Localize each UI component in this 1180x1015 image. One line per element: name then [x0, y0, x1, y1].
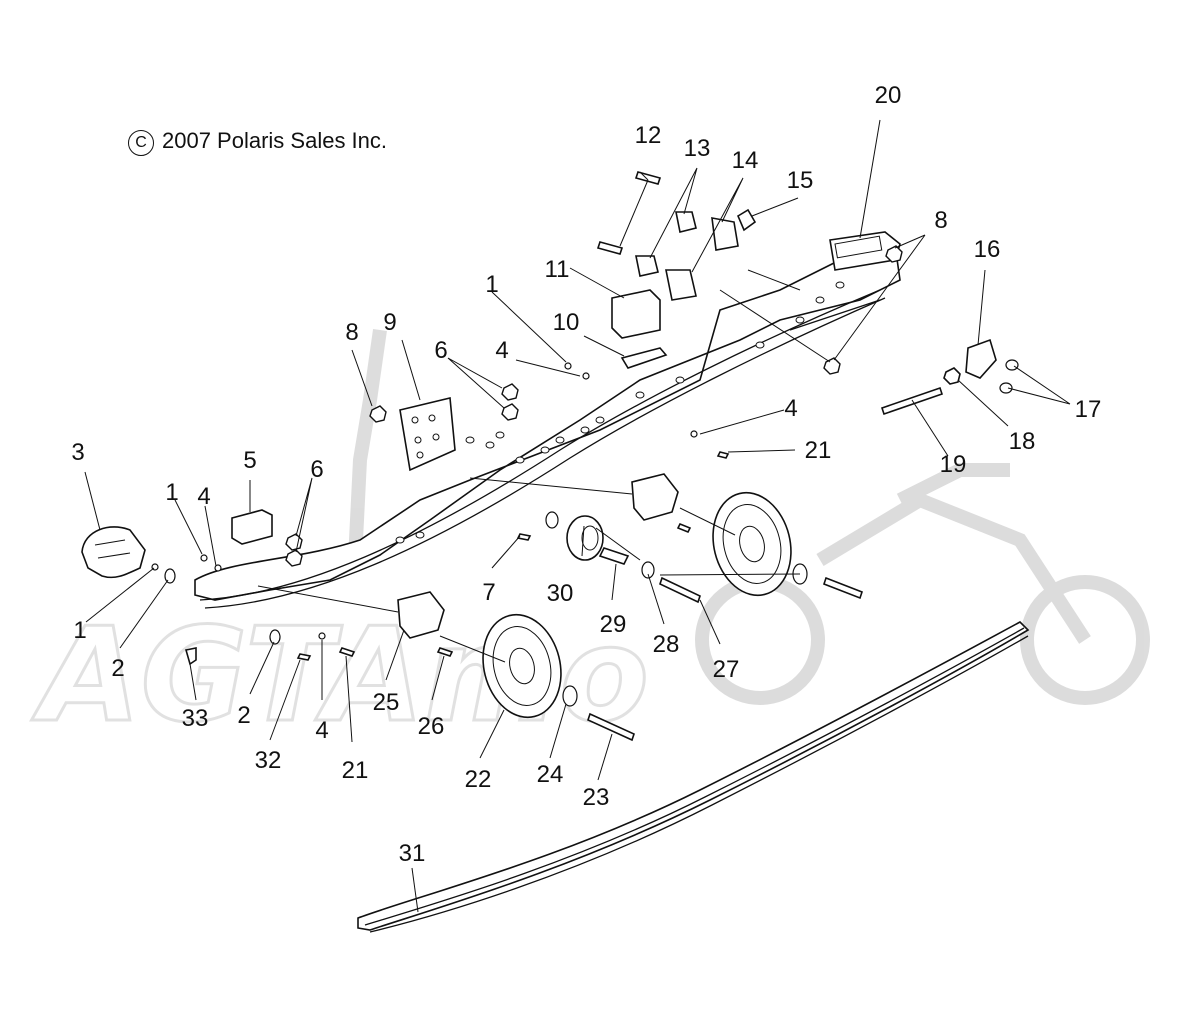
block-11-part	[611, 289, 661, 339]
callout-3: 3	[71, 439, 84, 466]
idler-wheel-22	[482, 613, 562, 719]
callout-19: 19	[940, 451, 967, 478]
clip-10-part	[620, 347, 668, 369]
copyright-notice: C 2007 Polaris Sales Inc.	[128, 128, 387, 156]
callout-15: 15	[787, 167, 814, 194]
callout-labels: 20 12 13 14 15 8 16 11 1 10 9 8 6 4 4 21…	[71, 82, 1101, 867]
callout-31: 31	[399, 840, 426, 867]
callout-17: 17	[1075, 396, 1102, 423]
callout-2-mid: 2	[237, 702, 250, 729]
callout-23: 23	[583, 784, 610, 811]
callout-1-left: 1	[165, 479, 178, 506]
callout-2-left: 2	[111, 655, 124, 682]
nuts	[285, 245, 903, 567]
bushing-13	[635, 211, 697, 277]
callout-16: 16	[974, 236, 1001, 263]
callout-24: 24	[537, 761, 564, 788]
callout-25: 25	[373, 689, 400, 716]
callout-32: 32	[255, 747, 282, 774]
front-tip-part	[81, 526, 146, 579]
nut-18	[943, 367, 961, 385]
callout-4-right: 4	[784, 395, 797, 422]
callout-4-bottom: 4	[315, 717, 328, 744]
screws-17	[999, 359, 1019, 394]
callout-14: 14	[732, 147, 759, 174]
callout-28: 28	[653, 631, 680, 658]
copyright-text: 2007 Polaris Sales Inc.	[162, 128, 388, 153]
callout-4-left: 4	[197, 483, 210, 510]
wheel-30	[566, 515, 604, 561]
idler-wheel-right	[712, 491, 792, 597]
callout-30: 30	[547, 580, 574, 607]
callout-9: 9	[383, 309, 396, 336]
leader-lines	[84, 119, 1071, 913]
callout-7: 7	[482, 579, 495, 606]
callout-21-bottom: 21	[342, 757, 369, 784]
bracket-16	[965, 338, 997, 379]
copyright-icon: C	[128, 130, 154, 156]
axle-housing-upper	[631, 473, 679, 521]
callout-11: 11	[545, 256, 570, 283]
callout-27: 27	[713, 656, 740, 683]
bolt-12	[596, 171, 662, 255]
callout-20: 20	[875, 82, 902, 109]
callout-1-top: 1	[485, 271, 498, 298]
callout-18: 18	[1009, 428, 1036, 455]
callout-22: 22	[465, 766, 492, 793]
hyfax-slide	[357, 621, 1030, 933]
callout-5: 5	[243, 447, 256, 474]
callout-21-right: 21	[805, 437, 832, 464]
callout-10: 10	[553, 309, 580, 336]
block-part	[231, 509, 273, 545]
callout-6-top: 6	[434, 337, 447, 364]
bolts	[184, 386, 944, 742]
callout-26: 26	[418, 713, 445, 740]
axle-housing-25	[397, 591, 445, 639]
callout-13: 13	[684, 135, 711, 162]
callout-1-bottom: 1	[73, 617, 86, 644]
callout-4-top: 4	[495, 337, 508, 364]
callout-12: 12	[635, 122, 662, 149]
callout-33: 33	[182, 705, 209, 732]
bracket-part	[399, 397, 456, 472]
bushing-14	[665, 217, 739, 301]
callout-29: 29	[600, 611, 627, 638]
rail-frame	[194, 231, 901, 609]
washer-15	[736, 208, 757, 232]
callout-8-right: 8	[934, 207, 947, 234]
callout-6-left: 6	[310, 456, 323, 483]
callout-8-left: 8	[345, 319, 358, 346]
